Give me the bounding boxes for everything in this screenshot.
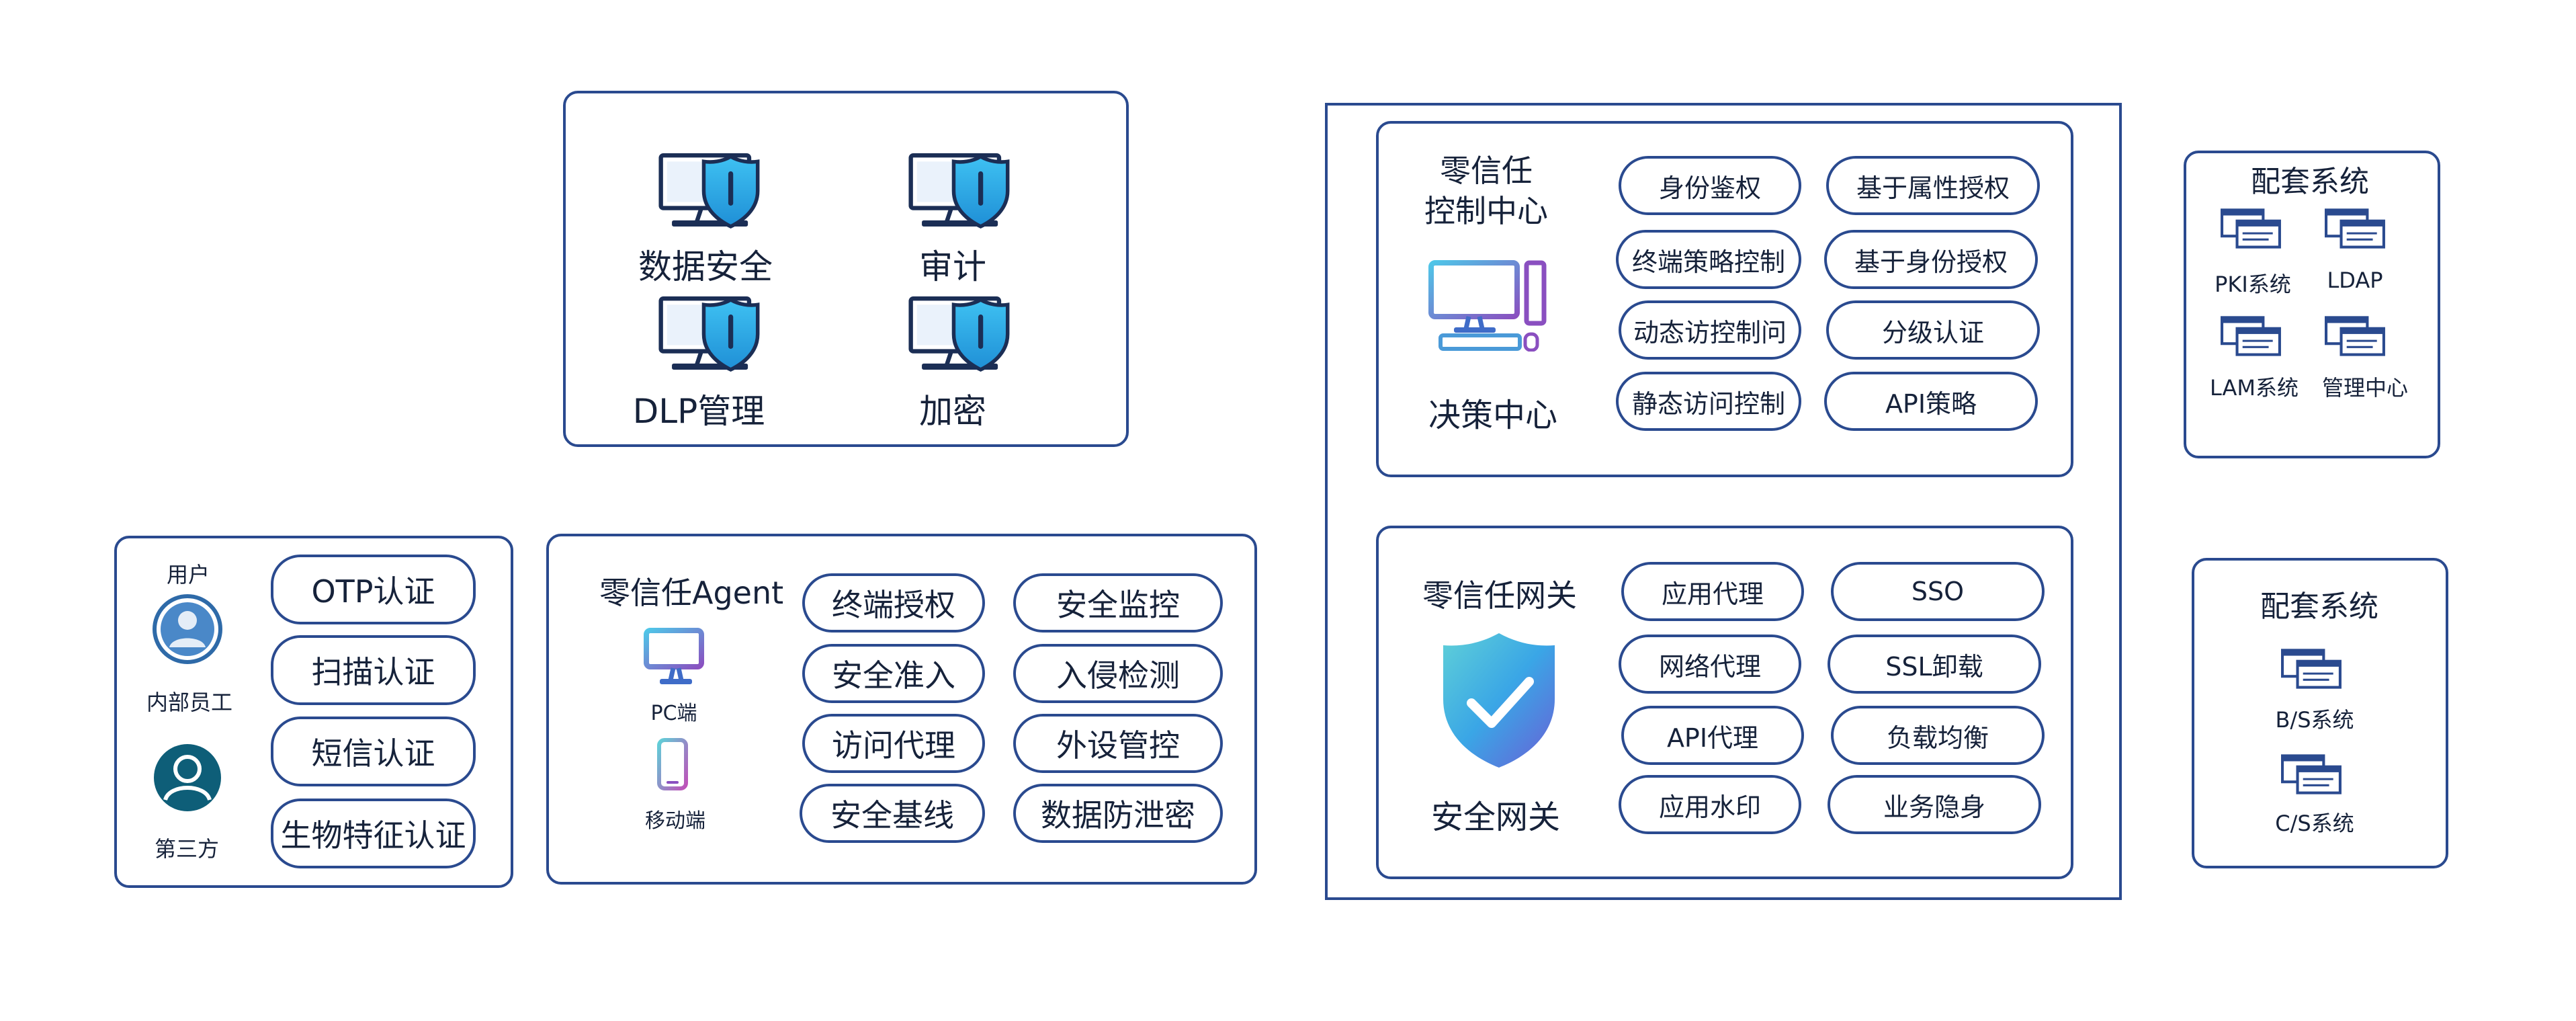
pki-system-label: PKI系统	[2215, 272, 2291, 297]
management-center-label: 管理中心	[2321, 375, 2409, 401]
audit-label: 审计	[919, 247, 986, 286]
pc-label: PC端	[650, 702, 697, 725]
window-stack-icon	[2281, 754, 2343, 796]
monitor-icon	[644, 628, 704, 684]
load-balancing-button[interactable]: 负载均衡	[1831, 706, 2045, 765]
peripheral-control-button[interactable]: 外设管控	[1013, 714, 1223, 773]
identity-authorization-button[interactable]: 基于身份授权	[1824, 230, 2038, 289]
sso-button[interactable]: SSO	[1831, 562, 2045, 621]
monitor-shield-icon	[658, 294, 763, 375]
support-systems-panel-top	[2184, 151, 2440, 458]
bs-system-label: B/S系统	[2275, 707, 2354, 733]
internal-staff-label: 内部员工	[146, 690, 233, 715]
security-baseline-button[interactable]: 安全基线	[800, 784, 985, 843]
desktop-computer-icon	[1428, 260, 1547, 352]
api-policy-button[interactable]: API策略	[1824, 372, 2038, 431]
access-proxy-button[interactable]: 访问代理	[802, 714, 985, 773]
monitor-shield-icon	[908, 151, 1013, 232]
support-systems-title: 配套系统	[2260, 589, 2378, 624]
third-party-label: 第三方	[154, 836, 220, 862]
attribute-authorization-button[interactable]: 基于属性授权	[1826, 156, 2040, 215]
encryption-label: 加密	[919, 392, 986, 431]
window-stack-icon	[2325, 208, 2387, 250]
static-access-control-button[interactable]: 静态访问控制	[1616, 372, 1801, 431]
cs-system-label: C/S系统	[2275, 811, 2354, 836]
window-stack-icon	[2221, 316, 2282, 358]
control-center-title-1: 零信任	[1440, 153, 1533, 189]
business-stealth-button[interactable]: 业务隐身	[1828, 775, 2041, 834]
user-label: 用户	[166, 562, 210, 587]
ldap-label: LDAP	[2327, 268, 2383, 293]
user-dark-icon	[154, 744, 221, 811]
security-admission-button[interactable]: 安全准入	[802, 644, 985, 703]
network-proxy-button[interactable]: 网络代理	[1619, 635, 1801, 694]
window-stack-icon	[2325, 316, 2387, 358]
terminal-policy-button[interactable]: 终端策略控制	[1616, 230, 1801, 289]
data-leak-prevention-button[interactable]: 数据防泄密	[1013, 784, 1223, 843]
support-systems-panel-bottom	[2192, 558, 2448, 868]
decision-center-label: 决策中心	[1428, 397, 1558, 434]
terminal-authorization-button[interactable]: 终端授权	[802, 573, 985, 632]
security-monitoring-button[interactable]: 安全监控	[1013, 573, 1223, 632]
data-security-panel	[563, 91, 1129, 447]
data-security-label: 数据安全	[638, 247, 773, 286]
monitor-shield-icon	[908, 294, 1013, 375]
support-systems-title: 配套系统	[2251, 165, 2369, 199]
app-watermark-button[interactable]: 应用水印	[1619, 775, 1801, 834]
mobile-label: 移动端	[645, 809, 705, 833]
shield-check-icon	[1443, 633, 1555, 768]
app-proxy-button[interactable]: 应用代理	[1621, 562, 1804, 621]
tiered-auth-button[interactable]: 分级认证	[1826, 300, 2040, 360]
api-proxy-button[interactable]: API代理	[1621, 706, 1804, 765]
dlp-label: DLP管理	[632, 392, 765, 431]
gateway-title: 零信任网关	[1422, 577, 1577, 614]
sms-auth-button[interactable]: 短信认证	[271, 717, 476, 786]
agent-title: 零信任Agent	[599, 575, 784, 611]
intrusion-detection-button[interactable]: 入侵检测	[1013, 644, 1223, 703]
identity-auth-button[interactable]: 身份鉴权	[1619, 156, 1801, 215]
user-icon	[153, 594, 222, 664]
lam-system-label: LAM系统	[2209, 375, 2299, 401]
otp-auth-button[interactable]: OTP认证	[271, 555, 476, 624]
scan-auth-button[interactable]: 扫描认证	[271, 635, 476, 705]
biometric-auth-button[interactable]: 生物特征认证	[271, 799, 476, 868]
monitor-shield-icon	[658, 151, 763, 232]
control-center-title-2: 控制中心	[1424, 193, 1548, 229]
ssl-offload-button[interactable]: SSL卸载	[1828, 635, 2041, 694]
window-stack-icon	[2281, 649, 2343, 690]
dynamic-access-control-button[interactable]: 动态访控制问	[1619, 300, 1801, 360]
security-gateway-label: 安全网关	[1430, 799, 1561, 836]
window-stack-icon	[2221, 208, 2282, 250]
mobile-phone-icon	[657, 738, 688, 790]
